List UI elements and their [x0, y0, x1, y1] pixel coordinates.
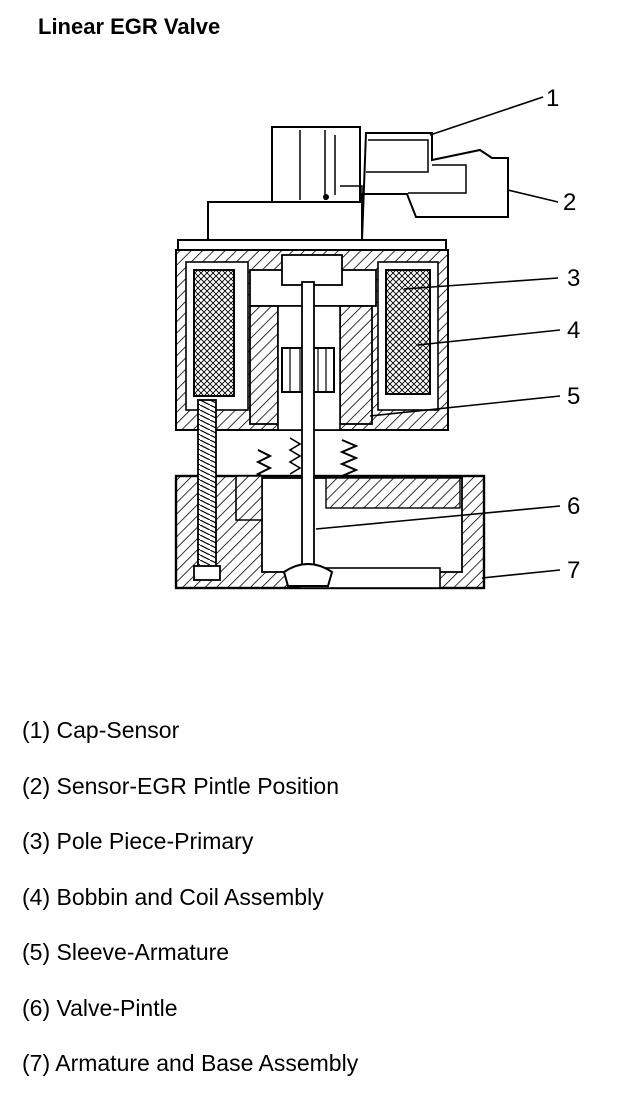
legend-item-pintle-position-sensor: (2) Sensor-EGR Pintle Position — [22, 772, 340, 799]
callout-6: 6 — [567, 493, 580, 520]
sensor-connector — [340, 132, 509, 241]
legend-item-cap-sensor: (1) Cap-Sensor — [22, 717, 180, 743]
leader-lines — [315, 96, 561, 579]
legend-item-sleeve-armature: (5) Sleeve-Armature — [22, 939, 230, 965]
callout-5: 5 — [567, 383, 580, 410]
bobbin-coil — [193, 269, 431, 397]
callout-2: 2 — [563, 189, 576, 216]
callout-numbers: 1 2 3 4 5 6 7 — [546, 85, 580, 584]
legend-item-armature-base: (7) Armature and Base Assembly — [22, 1050, 359, 1076]
page-title: Linear EGR Valve — [38, 14, 221, 39]
parts-legend: (1) Cap-Sensor (2) Sensor-EGR Pintle Pos… — [22, 712, 358, 1101]
base-assembly — [174, 474, 486, 590]
valve-pintle — [282, 281, 334, 587]
legend-item-valve-pintle: (6) Valve-Pintle — [22, 994, 178, 1021]
mounting-bolt — [193, 399, 221, 581]
egr-valve-diagram: 1 2 3 4 5 6 7 — [174, 85, 580, 590]
legend-item-pole-piece: (3) Pole Piece-Primary — [22, 828, 254, 854]
callout-7: 7 — [567, 557, 580, 584]
sensor-cap — [207, 126, 363, 241]
callout-4: 4 — [567, 317, 580, 344]
legend-item-bobbin-coil: (4) Bobbin and Coil Assembly — [22, 883, 324, 910]
callout-1: 1 — [546, 85, 559, 112]
callout-3: 3 — [567, 265, 580, 292]
